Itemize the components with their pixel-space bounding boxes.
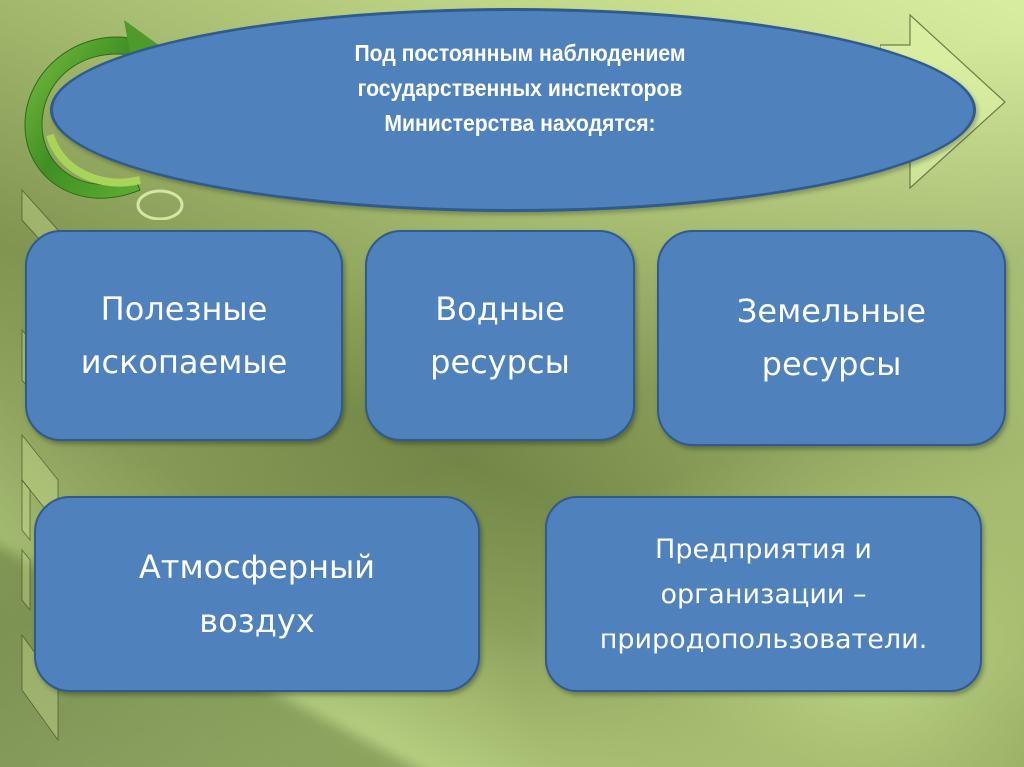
header-line-2: государственных инспекторов [357, 75, 683, 101]
box-line: Водные [435, 289, 565, 328]
box-line: природопользователи. [599, 623, 928, 655]
box-water-resources: Водные ресурсы [365, 230, 635, 441]
box-line: ископаемые [80, 342, 288, 381]
header-ellipse [50, 8, 976, 212]
header-line-1: Под постоянным наблюдением [354, 40, 686, 66]
box-enterprises: Предприятия и организации – природопольз… [545, 496, 982, 692]
box-line: воздух [199, 602, 315, 640]
box-line: Атмосферный [138, 548, 376, 586]
box-line: Предприятия и [655, 533, 872, 565]
box-mineral-resources: Полезные ископаемые [25, 230, 343, 441]
box-land-resources: Земельные ресурсы [657, 230, 1006, 446]
box-line: Полезные [100, 289, 268, 328]
box-atmospheric-air: Атмосферный воздух [34, 496, 480, 692]
box-line: ресурсы [761, 345, 902, 383]
header-line-3: Министерства находятся: [384, 110, 656, 136]
box-line: ресурсы [430, 342, 570, 381]
header-title: Под постоянным наблюдением государственн… [272, 36, 769, 141]
box-line: Земельные [736, 292, 927, 330]
box-line: организации – [660, 578, 867, 610]
